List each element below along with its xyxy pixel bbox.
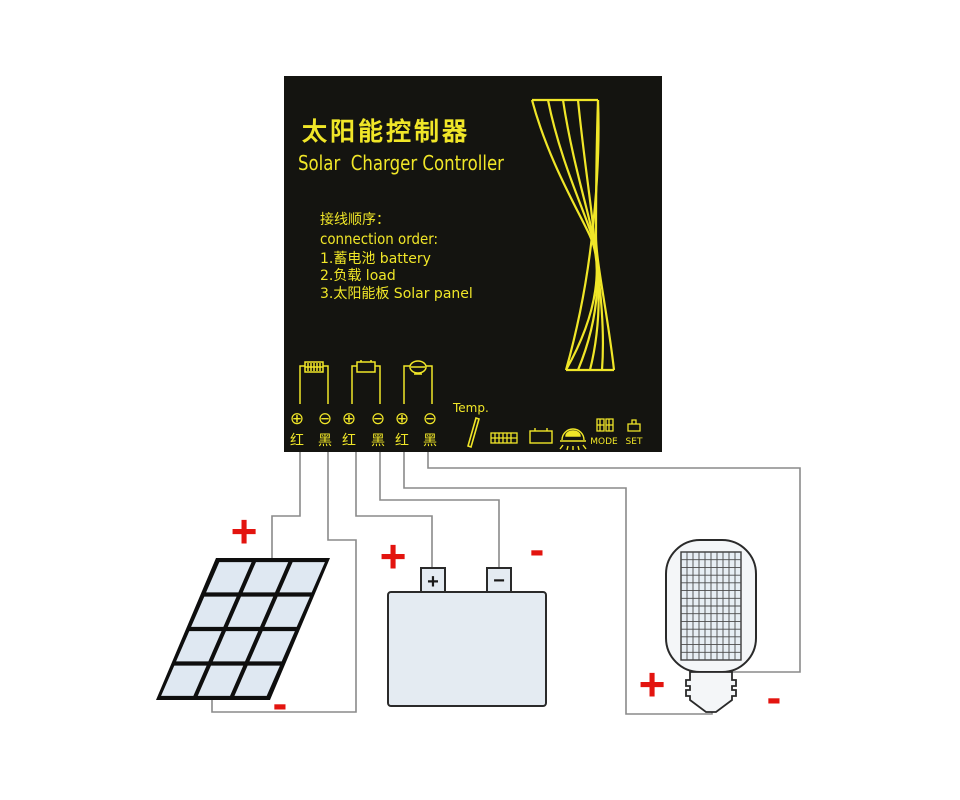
battery-icon [356, 360, 376, 373]
wire-solar-negative [211, 452, 357, 713]
solar-cell [206, 562, 252, 593]
solar-cell [264, 596, 310, 627]
wire-battery-negative [379, 452, 500, 568]
battery-minus-sign: - [530, 525, 545, 574]
terminal-symbols: ⊕ ⊖ ⊕ ⊖ ⊕ ⊖ [290, 409, 437, 429]
solar-cell [161, 665, 207, 696]
battery: + − [387, 567, 547, 707]
solar-cell [249, 631, 295, 662]
terminal-color-label: 黑 [318, 433, 332, 449]
connection-order-item-battery: 1.蓄电池 battery [320, 251, 431, 267]
connection-order-heading-cn: 接线顺序： [320, 211, 390, 228]
terminal-color-labels: 红 黑 红 黑 红 黑 [290, 433, 437, 449]
battery-positive-mark: + [427, 571, 439, 593]
terminal-solar-positive: ⊕ [290, 409, 304, 429]
solar-cell [176, 631, 222, 662]
solar-cell [234, 665, 280, 696]
terminal-group-load [403, 360, 433, 404]
set-button-icon [627, 419, 641, 432]
solar-panel-frame [156, 558, 330, 700]
set-label: SET [626, 437, 643, 447]
terminal-color-label: 红 [342, 433, 356, 449]
solar-plus-sign: + [231, 505, 258, 557]
controller-title-en: Solar Charger Controller [298, 151, 505, 175]
lamp-icon [409, 360, 427, 375]
battery-negative-terminal [486, 567, 512, 593]
connection-order-heading-en: connection order: [320, 230, 438, 248]
connection-order-item-solar: 3.太阳能板 Solar panel [320, 286, 473, 302]
battery-body [387, 591, 547, 707]
lamp-plus-sign: + [639, 658, 666, 710]
wire-battery-positive [355, 452, 433, 568]
twisted-wire-logo-icon [530, 98, 616, 372]
terminal-color-label: 黑 [423, 433, 437, 449]
solar-cell [279, 562, 325, 593]
battery-positive-terminal [420, 567, 446, 593]
temperature-sensor-icon [467, 416, 480, 449]
solar-cell [191, 596, 237, 627]
street-lamp [665, 539, 757, 713]
lamp-base [685, 671, 737, 713]
status-solar-panel-icon [490, 432, 518, 444]
terminal-color-label: 红 [290, 433, 304, 449]
solar-panel [156, 558, 330, 700]
solar-panel-icon [304, 361, 324, 373]
terminal-solar-negative: ⊖ [318, 409, 332, 429]
terminal-group-battery [351, 360, 381, 404]
controller-title-cn: 太阳能控制器 [302, 117, 470, 146]
lamp-minus-sign: - [767, 673, 782, 722]
solar-cell [242, 562, 289, 593]
temp-label: Temp. [452, 401, 489, 415]
solar-minus-sign: - [273, 679, 288, 728]
terminal-battery-positive: ⊕ [342, 409, 356, 429]
battery-plus-sign: + [380, 530, 407, 582]
terminal-group-solar [299, 361, 329, 404]
wire-solar-positive [271, 452, 301, 560]
status-battery-icon [529, 428, 553, 444]
mode-label: MODE [590, 437, 618, 447]
battery-negative-mark: − [493, 570, 505, 592]
status-lamp-icon [559, 428, 587, 451]
solar-panel-cells [161, 562, 325, 696]
terminal-load-negative: ⊖ [423, 409, 437, 429]
solar-cell [212, 631, 259, 662]
terminal-color-label: 红 [395, 433, 409, 449]
solar-cell [197, 665, 244, 696]
lamp-led-grid [681, 552, 741, 660]
terminal-load-positive: ⊕ [395, 409, 409, 429]
connection-order-item-load: 2.负载 load [320, 268, 396, 284]
controller: 太阳能控制器 Solar Charger Controller 接线顺序： co… [284, 76, 662, 452]
solar-cell [227, 596, 274, 627]
mode-button-icon [596, 418, 614, 432]
terminal-color-label: 黑 [371, 433, 385, 449]
terminal-battery-negative: ⊖ [371, 409, 385, 429]
